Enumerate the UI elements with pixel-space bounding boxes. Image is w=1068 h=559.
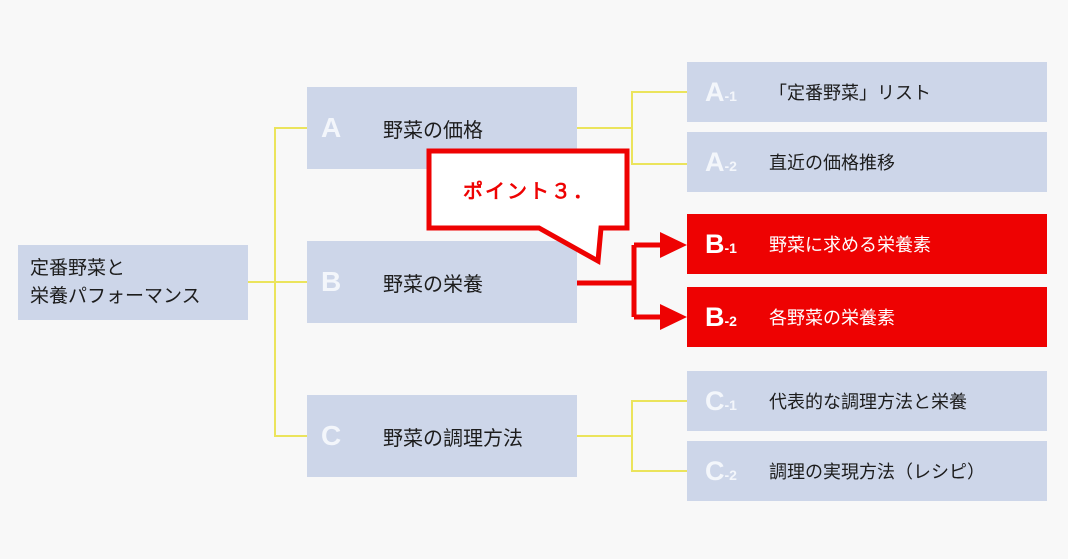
- node-c1: C-1 代表的な調理方法と栄養: [687, 371, 1047, 431]
- node-a1: A-1 「定番野菜」リスト: [687, 62, 1047, 122]
- node-a-label: 野菜の価格: [383, 119, 483, 142]
- node-b1-id: B-1: [705, 228, 753, 259]
- node-root-line2: 栄養パフォーマンス: [30, 285, 201, 307]
- node-c1-letter: C: [705, 385, 725, 416]
- arrowhead-b2-icon: [660, 304, 687, 330]
- connector-root-to-abc: [248, 127, 307, 437]
- node-a1-sub: -1: [724, 87, 737, 104]
- node-b1-sub: -1: [724, 239, 737, 256]
- node-a2: A-2 直近の価格推移: [687, 132, 1047, 192]
- node-b2-letter: B: [705, 301, 725, 332]
- node-a-letter: A: [321, 112, 342, 143]
- node-c1-sub: -1: [724, 396, 737, 413]
- node-c2-id: C-2: [705, 455, 753, 486]
- node-c: C 野菜の調理方法: [307, 395, 577, 477]
- node-b2-id: B-2: [705, 301, 753, 332]
- node-c1-id: C-1: [705, 385, 753, 416]
- node-a1-letter: A: [705, 76, 725, 107]
- node-c-letter: C: [321, 420, 342, 451]
- node-c-label: 野菜の調理方法: [383, 427, 523, 450]
- node-a2-sub: -2: [724, 157, 737, 174]
- connector-b-to-b1-b2: [577, 242, 663, 320]
- node-b-label: 野菜の栄養: [383, 273, 483, 296]
- node-a1-id: A-1: [705, 76, 753, 107]
- node-c2-letter: C: [705, 455, 725, 486]
- arrowhead-b1-icon: [660, 232, 687, 258]
- node-b1-label: 野菜に求める栄養素: [769, 235, 931, 255]
- node-b1-letter: B: [705, 228, 725, 259]
- node-root: 定番野菜と 栄養パフォーマンス: [18, 245, 248, 320]
- node-b-letter: B: [321, 266, 342, 297]
- node-a1-label: 「定番野菜」リスト: [769, 83, 931, 103]
- node-a2-label: 直近の価格推移: [769, 153, 895, 173]
- node-c2: C-2 調理の実現方法（レシピ）: [687, 441, 1047, 501]
- node-b2-label: 各野菜の栄養素: [769, 308, 895, 328]
- node-c1-label: 代表的な調理方法と栄養: [769, 392, 967, 412]
- connector-c-to-c1-c2: [577, 400, 687, 472]
- node-c2-sub: -2: [724, 466, 737, 483]
- node-c2-label: 調理の実現方法（レシピ）: [769, 462, 985, 482]
- node-a2-id: A-2: [705, 146, 753, 177]
- node-b1: B-1 野菜に求める栄養素: [687, 214, 1047, 274]
- node-root-line1: 定番野菜と: [30, 257, 126, 279]
- node-a2-letter: A: [705, 146, 725, 177]
- node-b: B 野菜の栄養: [307, 241, 577, 323]
- node-b2: B-2 各野菜の栄養素: [687, 287, 1047, 347]
- node-b2-sub: -2: [724, 312, 737, 329]
- callout-point3: ポイント３．: [463, 180, 595, 203]
